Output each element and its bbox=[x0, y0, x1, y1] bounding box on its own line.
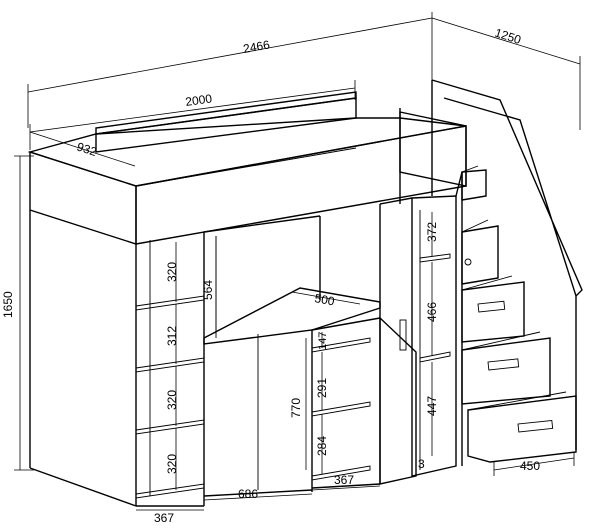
label-middle-width: 367 bbox=[334, 473, 354, 487]
label-bed-length: 2000 bbox=[184, 91, 213, 109]
label-desk-height: 770 bbox=[289, 398, 303, 418]
label-left-shelf-4: 320 bbox=[165, 454, 179, 474]
label-middle-shelf-3: 284 bbox=[315, 436, 329, 456]
desk-dimensions: 564 500 770 686 bbox=[201, 236, 361, 501]
staircase bbox=[431, 79, 583, 466]
dimension-overall-height: 1650 bbox=[1, 155, 34, 471]
label-desk-open-height: 564 bbox=[201, 280, 215, 300]
middle-shelf-unit bbox=[311, 316, 417, 489]
label-desk-depth: 500 bbox=[313, 291, 335, 308]
label-left-shelf-1: 320 bbox=[165, 262, 179, 282]
left-shelf-dimensions: 320 312 320 320 367 bbox=[136, 242, 204, 525]
label-stairs-width: 450 bbox=[520, 459, 540, 473]
label-overall-height: 1650 bbox=[1, 291, 15, 318]
label-overall-depth: 1250 bbox=[493, 26, 523, 48]
label-wardrobe-top: 372 bbox=[425, 222, 439, 242]
middle-shelf-dimensions: 147 291 284 367 bbox=[311, 332, 381, 491]
stairs-dimensions: 450 bbox=[493, 452, 575, 476]
label-right-width-partial: 3 bbox=[418, 457, 425, 471]
label-left-shelf-3: 320 bbox=[165, 390, 179, 410]
label-wardrobe-mid: 466 bbox=[425, 302, 439, 322]
dimension-overall-length: 2466 bbox=[27, 12, 433, 128]
dimension-bed-depth: 932 bbox=[29, 131, 136, 167]
label-overall-length: 2466 bbox=[242, 37, 271, 55]
label-bed-depth: 932 bbox=[75, 140, 99, 160]
wardrobe-dimensions: 372 466 447 3 bbox=[418, 212, 439, 471]
label-desk-width: 686 bbox=[238, 487, 258, 501]
label-middle-shelf-1: 147 bbox=[317, 332, 329, 350]
label-left-width: 367 bbox=[154, 511, 174, 525]
dimension-bed-length: 2000 bbox=[29, 80, 356, 150]
desk-area bbox=[203, 215, 381, 497]
label-middle-shelf-2: 291 bbox=[315, 378, 329, 398]
label-left-shelf-2: 312 bbox=[165, 326, 179, 346]
label-wardrobe-bottom: 447 bbox=[425, 396, 439, 416]
wardrobe bbox=[379, 108, 457, 477]
